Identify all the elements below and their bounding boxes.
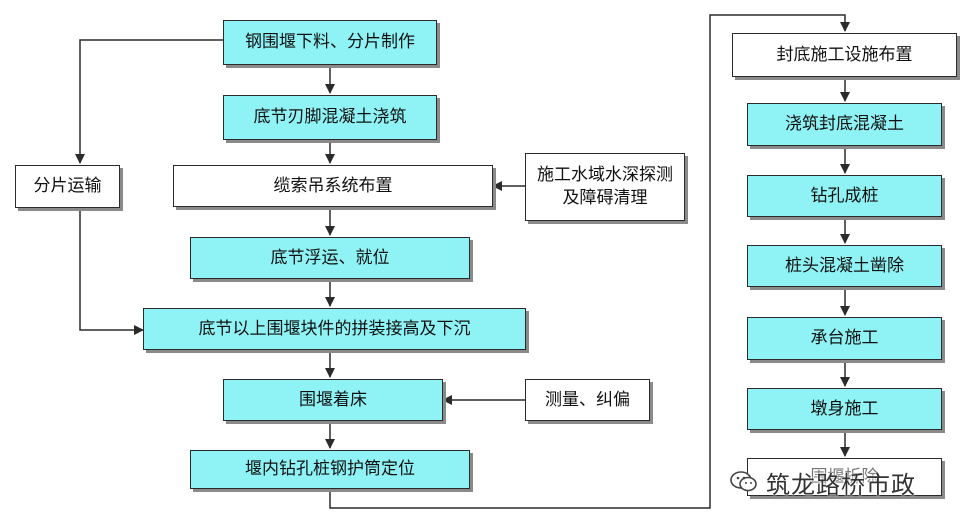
watermark: 筑龙路桥市政 — [730, 462, 955, 502]
arrow-transport-l5 — [79, 208, 144, 335]
step-pier-body: 墩身施工 — [747, 388, 942, 430]
arrow-l7-r1 — [329, 14, 850, 509]
watermark-text: 筑龙路桥市政 — [766, 470, 916, 499]
step-casing-positioning: 堰内钻孔桩钢护筒定位 — [190, 450, 470, 489]
step-cable-crane-layout: 缆索吊系统布置 — [173, 165, 493, 207]
wechat-icon — [730, 471, 758, 493]
step-bottom-float-position: 底节浮运、就位 — [190, 237, 470, 279]
step-bottom-seal-concrete: 浇筑封底混凝土 — [747, 103, 942, 146]
side-measure-correct: 测量、纠偏 — [525, 379, 650, 421]
step-bottom-section-concrete: 底节刃脚混凝土浇筑 — [223, 95, 437, 140]
side-piece-transport: 分片运输 — [15, 165, 120, 208]
step-cofferdam-removal: 围堰拆除 — [747, 458, 942, 496]
step-pile-head-removal: 桩头混凝土凿除 — [747, 245, 942, 287]
step-steel-cofferdam-fabrication: 钢围堰下料、分片制作 — [223, 20, 437, 65]
arrow-branch-transport — [75, 39, 223, 164]
step-bottom-seal-facilities: 封底施工设施布置 — [732, 33, 957, 77]
step-assembly-sinking: 底节以上围堰块件的拼装接高及下沉 — [143, 308, 526, 350]
step-cofferdam-landing: 围堰着床 — [223, 379, 443, 421]
step-drill-piles: 钻孔成桩 — [747, 175, 942, 217]
side-water-survey-clearing: 施工水域水深探测 及障碍清理 — [525, 153, 685, 221]
step-pile-cap: 承台施工 — [747, 317, 942, 360]
